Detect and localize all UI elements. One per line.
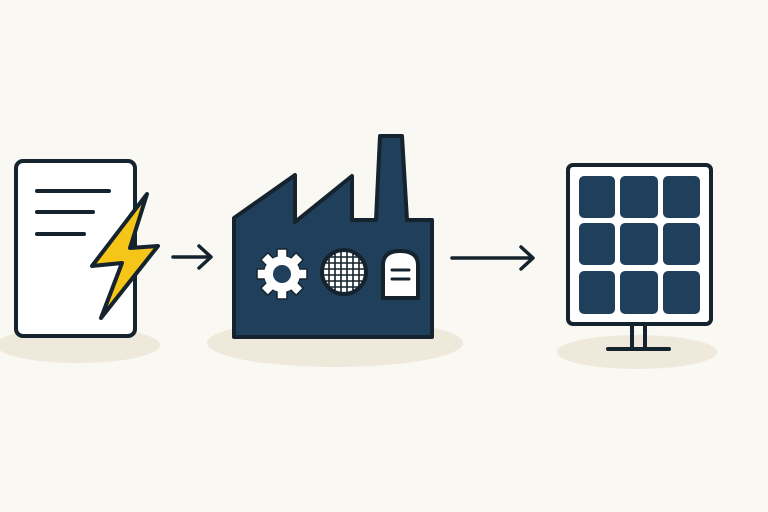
lightning-bolt-icon bbox=[90, 192, 160, 320]
solar-shadow bbox=[557, 335, 717, 369]
factory-icon bbox=[232, 134, 434, 339]
mesh-grid-icon bbox=[320, 248, 368, 296]
tombstone-icon bbox=[381, 248, 420, 300]
solar-panel-icon bbox=[566, 163, 713, 351]
arrow-right-icon bbox=[171, 244, 213, 270]
gear-icon bbox=[256, 248, 308, 300]
arrow-right-icon bbox=[450, 245, 535, 271]
